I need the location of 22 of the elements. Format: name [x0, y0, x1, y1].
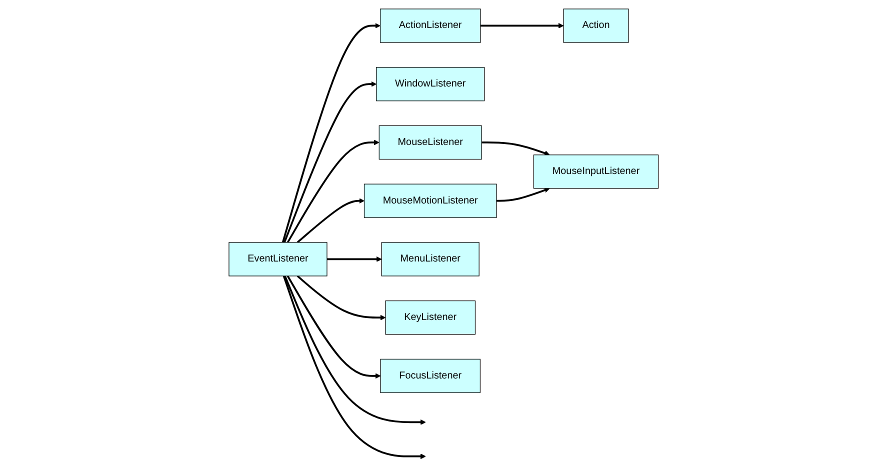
arrow [297, 198, 365, 244]
class-box: FocusListener [380, 358, 481, 394]
class-box: WindowListener [376, 67, 486, 102]
class-box: ActionListener [380, 8, 482, 43]
arrow [480, 23, 564, 28]
class-box: MouseInputListener [534, 154, 659, 189]
class-box: MenuListener [382, 242, 480, 276]
arrow [284, 276, 426, 425]
arrow [282, 23, 381, 243]
arrow [297, 275, 386, 320]
arrow [496, 188, 550, 202]
arrow [482, 142, 550, 156]
arrow [327, 256, 382, 262]
arrow [284, 81, 378, 243]
arrow [283, 276, 426, 460]
arrow [287, 276, 382, 379]
class-box: KeyListener [386, 300, 476, 335]
class-box: Action [564, 8, 630, 43]
class-box: MouseMotionListener [364, 184, 498, 218]
arrow [287, 140, 380, 243]
class-box: EventListener [229, 242, 328, 276]
class-box: MouseListener [379, 125, 482, 160]
